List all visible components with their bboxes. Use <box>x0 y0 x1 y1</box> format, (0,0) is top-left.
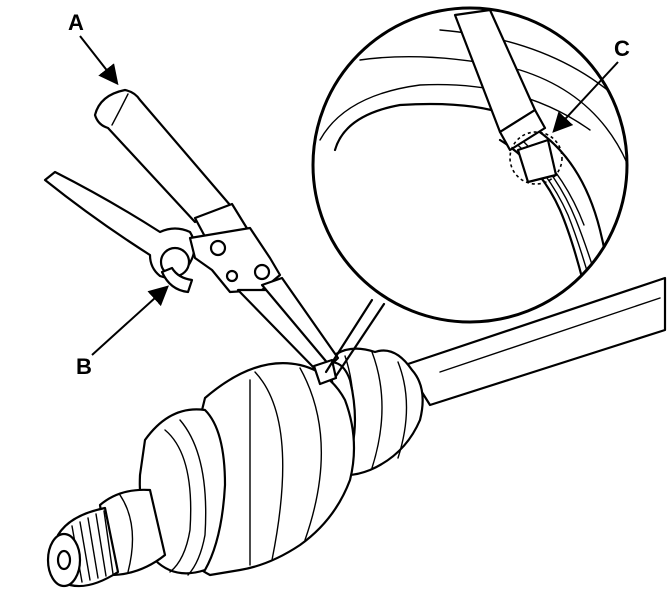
callout-a: A <box>68 10 119 86</box>
band-pliers <box>93 88 340 386</box>
callout-b-label: B <box>76 354 92 379</box>
callout-b: B <box>76 285 169 379</box>
detail-magnifier <box>311 6 629 378</box>
callout-c-label: C <box>614 36 630 61</box>
callout-a-label: A <box>68 10 84 35</box>
callout-a-arrow <box>79 35 119 86</box>
callout-c: C <box>552 36 630 133</box>
callout-c-arrow <box>552 61 619 133</box>
wrench <box>43 170 196 294</box>
callout-b-arrow <box>91 285 169 356</box>
splined-shaft-end <box>46 506 120 588</box>
stub-shaft <box>98 488 167 577</box>
